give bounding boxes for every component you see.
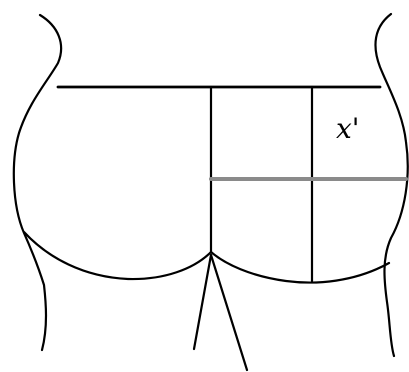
x-prime-label: x' <box>336 112 360 145</box>
cleft-right-line <box>211 255 247 370</box>
cleft-left-line <box>194 255 211 349</box>
left-outer-contour <box>14 15 61 350</box>
right-outer-contour <box>375 14 407 356</box>
